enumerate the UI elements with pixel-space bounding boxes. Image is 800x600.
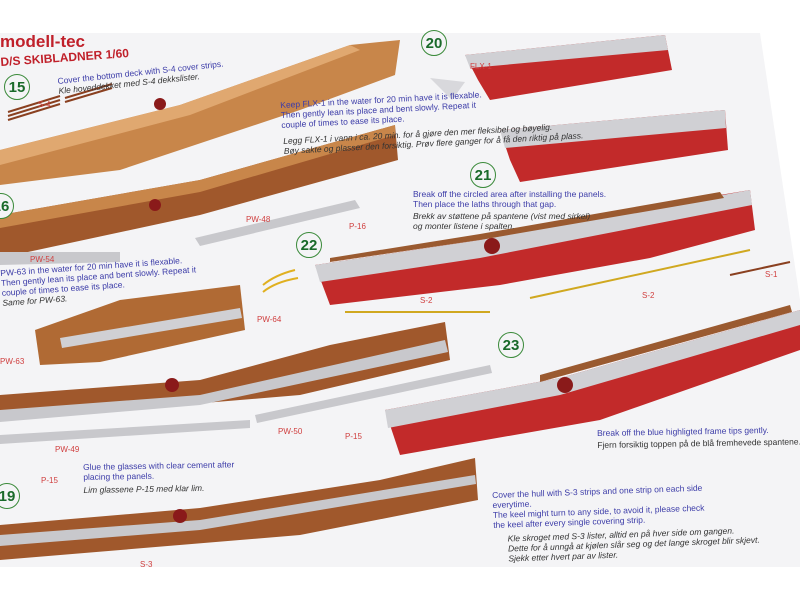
label-flx1: FLX-1 [470,62,492,71]
label-s2-b: S-2 [642,291,655,300]
photo-border-bottom [0,567,800,600]
s4-strips [7,83,113,121]
label-s2-a: S-2 [420,296,433,305]
step-22-en-2: Then place the laths through that gap. [413,199,557,209]
step-number-15: 15 [4,74,30,100]
step-number-20: 20 [421,30,447,56]
label-p16: P-16 [349,222,366,231]
label-p15-a: P-15 [41,476,58,485]
hull-step-18 [0,322,450,420]
hull-note-text: Cover the hull with S-3 strips and one s… [492,481,760,564]
step-number-23: 23 [498,332,524,358]
hull-step-19 [0,458,478,560]
step-19-text: Glue the glasses with clear cement after… [83,459,235,495]
label-pw48: PW-48 [246,215,271,224]
label-pw63: PW-63 [0,357,25,366]
step-number-21: 21 [470,162,496,188]
step-number-22: 22 [296,232,322,258]
label-pw54: PW-54 [30,255,55,264]
step-19-en-2: placing the panels. [83,470,155,482]
hull-step-15 [0,40,400,185]
step-22-text: Break off the circled area after install… [413,189,606,231]
paddle-wheel-icon [154,98,166,110]
step-23-text: Break off the blue highligted frame tips… [597,424,800,450]
label-pw64: PW-64 [257,315,282,324]
step-22-en-1: Break off the circled area after install… [413,189,607,199]
step-23-en: Break off the blue highligted frame tips… [597,425,769,438]
label-pw50: PW-50 [278,427,303,436]
brand-logo: modell-tec [0,32,86,51]
step-22-no-1: Brekk av støttene på spantene (vist med … [413,211,591,221]
label-s3: S-3 [140,560,153,569]
photo-border-top [0,0,800,33]
label-p15-b: P-15 [345,432,362,441]
label-s1: S-1 [765,270,778,279]
label-pw49: PW-49 [55,445,80,454]
step-22-no-2: og monter listene i spalten. [413,221,515,231]
label-s4: S-4 [38,100,51,109]
step-number-19: 19 [0,483,20,509]
